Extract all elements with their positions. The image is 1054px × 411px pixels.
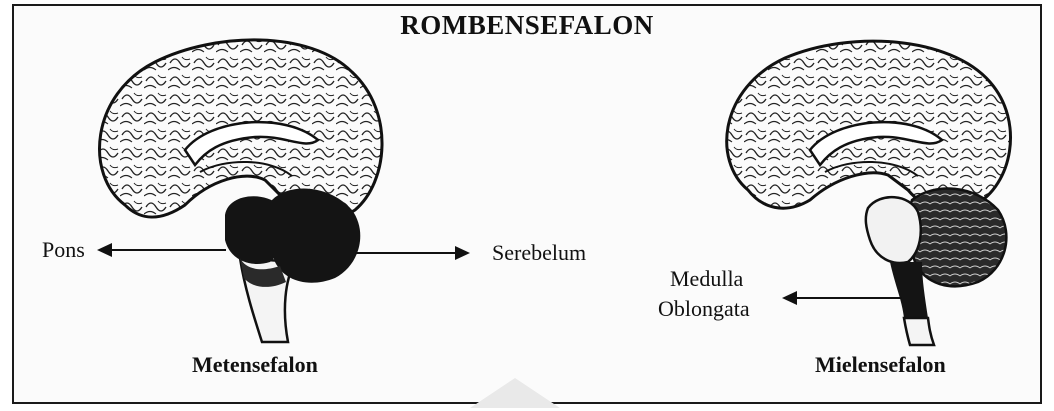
left-brain: [100, 40, 382, 342]
right-brain: [727, 41, 1011, 345]
label-medulla: Medulla: [670, 266, 743, 292]
label-oblongata: Oblongata: [658, 296, 750, 322]
label-pons: Pons: [42, 237, 85, 263]
caption-mielensefalon: Mielensefalon: [815, 352, 946, 378]
medulla-arrow: [782, 291, 902, 305]
label-serebelum: Serebelum: [492, 240, 586, 266]
caption-metensefalon: Metensefalon: [192, 352, 318, 378]
right-pons: [866, 197, 921, 263]
right-cerebellum: [908, 189, 1006, 287]
spinal-cord: [904, 318, 934, 345]
diagram-title: ROMBENSEFALON: [0, 10, 1054, 41]
serebelum-arrow: [355, 246, 470, 260]
pons-arrow: [97, 243, 226, 257]
